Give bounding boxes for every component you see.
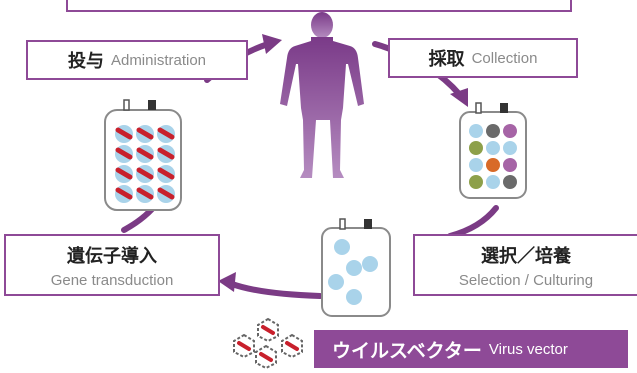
virus-vector-banner: ウイルスベクター Virus vector: [314, 330, 628, 368]
cell-bag-icon: [321, 218, 391, 317]
virus-vector-jp: ウイルスベクター: [332, 339, 482, 362]
human-figure-icon: [280, 12, 364, 178]
step-gene-transduction-jp: 遺伝子導入: [67, 245, 157, 267]
step-administration: 投与 Administration: [26, 40, 248, 80]
cell-bag-icon: [459, 102, 527, 199]
arrow-selection-to-transduction: [229, 281, 323, 299]
step-selection-en: Selection / Culturing: [458, 271, 594, 289]
step-selection: 選択／培養 Selection / Culturing: [413, 234, 637, 296]
step-collection: 採取 Collection: [388, 38, 578, 78]
step-administration-jp: 投与: [67, 51, 104, 72]
virus-vector-icon: [233, 317, 303, 370]
arrowhead: [218, 272, 236, 292]
step-collection-jp: 採取: [428, 49, 465, 70]
top-title-box: [66, 0, 572, 12]
arrowhead: [450, 88, 468, 107]
step-gene-transduction-en: Gene transduction: [50, 271, 174, 289]
step-collection-en: Collection: [471, 49, 538, 67]
step-administration-en: Administration: [110, 51, 207, 69]
virus-vector-en: Virus vector: [488, 340, 568, 358]
arrow-collection-to-selection: [447, 205, 499, 239]
step-gene-transduction: 遺伝子導入 Gene transduction: [4, 234, 220, 296]
cell-bag-icon: [104, 99, 182, 211]
step-selection-jp: 選択／培養: [481, 245, 571, 267]
arrowhead: [262, 34, 282, 54]
